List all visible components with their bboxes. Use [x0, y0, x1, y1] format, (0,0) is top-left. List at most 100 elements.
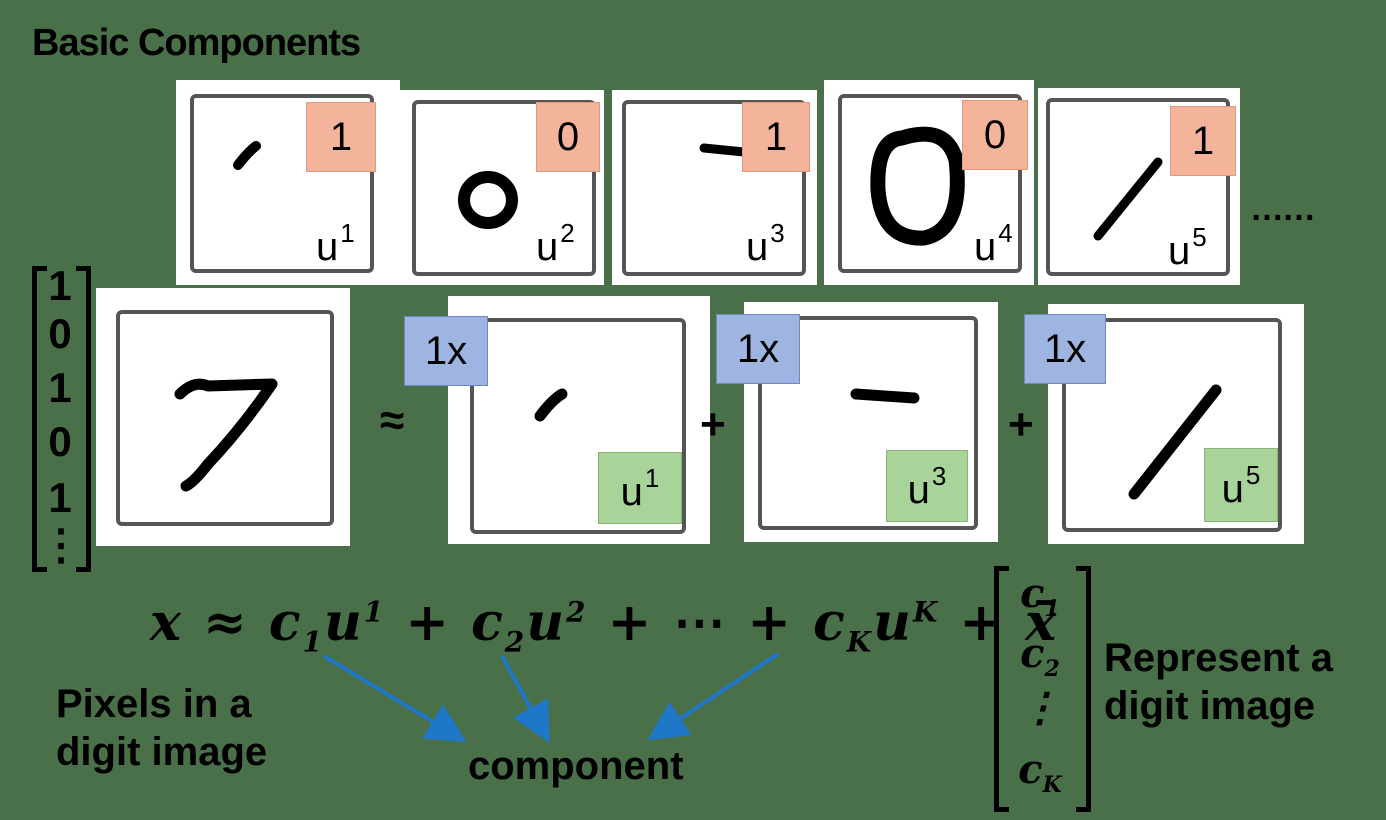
- digit-badge-5: 1: [1170, 106, 1236, 176]
- coef-value: 1x: [1043, 326, 1087, 371]
- coef-entry-symbol: c: [1020, 630, 1045, 677]
- vector-value: ⋮: [40, 521, 82, 568]
- component-label-4: u4: [974, 220, 1013, 267]
- digit-seven-image: [116, 310, 334, 526]
- arrow-u1: [322, 654, 467, 743]
- coef-badge-2: 1x: [716, 314, 800, 384]
- term-panel-1: u1: [448, 296, 710, 544]
- coef-badge-3: 1x: [1024, 314, 1106, 384]
- digit-value: 0: [983, 112, 1007, 157]
- term-component-badge-2: u3: [886, 450, 968, 522]
- u-text: u: [1221, 466, 1244, 511]
- component-panel-5: 1 u5: [1038, 88, 1240, 285]
- component-note: component: [468, 744, 684, 788]
- eq-coef-index: 1: [302, 625, 324, 659]
- decomposition-equation: x ≈ c1u1 + c2u2 + ⋯ + cKuK + x̄: [150, 592, 1058, 658]
- vector-value: 1: [48, 262, 72, 309]
- vector-value: 0: [48, 418, 72, 465]
- coef-bracket-right: [1076, 566, 1091, 812]
- digit-value: 1: [764, 114, 788, 159]
- coef-entry: ⋮: [1010, 684, 1070, 731]
- digit-seven-panel: [96, 288, 350, 546]
- coef-entry-symbol: ⋮: [1020, 684, 1060, 731]
- eq-approx: ≈: [203, 592, 249, 653]
- stroke-image-5: [1046, 98, 1230, 276]
- component-label-1: u1: [316, 220, 355, 267]
- term-component-badge-3: u5: [1204, 448, 1278, 522]
- eq-comp-index: K: [912, 595, 940, 629]
- eq-term-k: cKuK: [813, 592, 940, 658]
- plus-sign-2: +: [1008, 400, 1034, 449]
- coef-entry: c2: [1010, 630, 1070, 682]
- u-index: 5: [1192, 222, 1207, 252]
- eq-term-2: c2u2: [471, 592, 588, 658]
- coef-entry-symbol: c: [1020, 570, 1045, 617]
- vector-bracket-left: [32, 266, 47, 572]
- coef-entry-index: 2: [1044, 656, 1060, 682]
- approx-sign: ≈: [380, 396, 405, 445]
- u-text: u: [1168, 229, 1191, 273]
- u-text: u: [536, 225, 559, 269]
- u-index: 3: [931, 460, 947, 491]
- term-stroke-image-1: [470, 318, 686, 534]
- eq-x: x: [150, 592, 184, 653]
- eq-comp-index: 1: [363, 595, 386, 629]
- eq-dots: ⋯: [673, 592, 728, 653]
- term-component-label: u1: [621, 465, 660, 512]
- coef-entry-index: K: [1042, 772, 1062, 798]
- digit-value: 0: [556, 114, 580, 159]
- u-text: u: [907, 467, 930, 512]
- digit-value: 1: [329, 114, 353, 159]
- stroke-image-3: [622, 100, 806, 276]
- eq-comp-index: 2: [566, 595, 588, 629]
- coef-entry-index: 1: [1044, 596, 1060, 622]
- eq-coef: c: [268, 592, 303, 653]
- u-text: u: [316, 225, 339, 269]
- u-index: 1: [644, 462, 660, 493]
- component-panel-2: 0 u2: [400, 90, 604, 285]
- eq-mean: x̄: [1025, 592, 1059, 653]
- term-component-label: u5: [1222, 462, 1261, 509]
- represent-note: Represent a digit image: [1104, 634, 1333, 730]
- component-panel-4: 0 u4: [824, 80, 1034, 285]
- u-text: u: [620, 469, 643, 514]
- pixels-note-line: digit image: [56, 730, 268, 774]
- pixels-note: Pixels in a digit image: [56, 680, 267, 776]
- eq-comp: u: [873, 592, 913, 653]
- u-index: 5: [1245, 459, 1261, 490]
- u-index: 3: [770, 218, 785, 248]
- u-text: u: [746, 225, 769, 269]
- vector-bracket-right: [76, 266, 91, 572]
- digit-badge-3: 1: [742, 102, 810, 172]
- coef-entry-symbol: c: [1018, 746, 1043, 793]
- stroke-image-4: [838, 94, 1022, 273]
- eq-coef: c: [813, 592, 847, 653]
- vector-value: 1: [48, 364, 72, 411]
- plus-sign-1: +: [700, 400, 726, 449]
- eq-comp: u: [323, 592, 364, 653]
- eq-comp: u: [526, 592, 567, 653]
- stroke-image-2: [412, 100, 596, 276]
- eq-coef-index: 2: [504, 625, 527, 659]
- digit-badge-4: 0: [962, 100, 1028, 170]
- digit-value: 1: [1191, 118, 1215, 163]
- u-text: u: [974, 225, 997, 269]
- eq-coef-index: K: [846, 625, 874, 659]
- component-label-5: u5: [1168, 224, 1207, 271]
- u-index: 1: [340, 218, 355, 248]
- represent-note-line: Represent a: [1104, 636, 1333, 680]
- u-index: 2: [560, 218, 575, 248]
- arrow-u2: [500, 655, 550, 744]
- term-component-badge-1: u1: [598, 452, 682, 524]
- more-components-ellipsis: ……: [1250, 190, 1316, 228]
- component-panel-3: 1 u3: [612, 90, 817, 285]
- component-label-3: u3: [746, 220, 785, 267]
- term-stroke-image-5: [1062, 318, 1282, 532]
- eq-coef: c: [471, 592, 505, 653]
- eq-plus: +: [405, 592, 451, 653]
- eq-plus: +: [607, 592, 654, 653]
- digit-badge-1: 1: [306, 102, 376, 172]
- coef-bracket-left: [994, 566, 1009, 812]
- term-stroke-image-3: [758, 316, 978, 530]
- coef-value: 1x: [736, 326, 780, 371]
